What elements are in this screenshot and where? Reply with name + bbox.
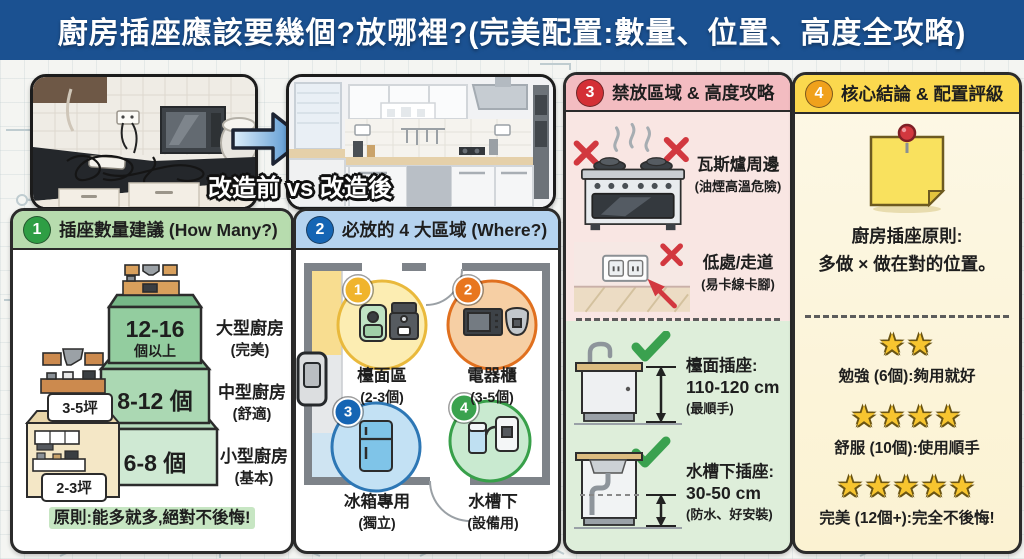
rice-cooker-icon [505,307,529,337]
mini-kitchen-medium [40,348,106,394]
zone3-label: 冰箱專用 [344,493,410,511]
tier3-label-block: 小型廚房 (基本) [217,447,291,488]
zone2-label-block: 電器櫃 (3-5個) [432,366,552,407]
panel1-badge: 1 [23,215,51,244]
panel1-title: 插座數量建議 (How Many?) [59,220,278,240]
zone4-label: 水槽下 [468,493,518,511]
area-box-small: 2-3坪 [41,473,107,502]
tier3-note: (基本) [234,471,274,488]
panel2-badge: 2 [306,215,334,244]
zone3-note: (獨立) [358,514,396,531]
conclusion-line1: 廚房插座原則: [851,226,963,246]
panel1-principle-text: 原則:能多就多,絕對不後悔! [49,507,255,529]
zone3-badge: 3 [333,397,363,427]
water-heater-icon [468,416,519,454]
height1-value: 110-120 cm [686,377,780,398]
zone3-label-block: 冰箱專用 (獨立) [312,492,442,533]
tier2-count-block: 8-12 個 [97,389,213,413]
panel2-header: 2 必放的 4 大區域 (Where?) [296,211,558,250]
panel3-title: 禁放區域 & 高度攻略 [612,83,775,103]
tier2-label-block: 中型廚房 (舒適) [213,383,291,424]
clean-kitchen-illustration [289,77,553,207]
panel3-divider [576,318,780,321]
zone1-label-block: 檯面區 (2-3個) [322,366,442,407]
rating2-label: 舒服 (10個):使用順手 [834,440,980,457]
microwave-icon [463,308,503,336]
height2-text: 水槽下插座: 30-50 cm (防水、好安裝) [686,461,788,523]
panel-where: 2 必放的 4 大區域 (Where?) [293,208,561,554]
zone1-badge: 1 [343,275,373,305]
rating3-label: 完美 (12個+):完全不後悔! [819,510,995,527]
counter-outlet-illustration [574,331,682,425]
zone2-badge: 2 [453,275,483,305]
height1-note: (最順手) [686,401,734,417]
tier2-label: 中型廚房 [218,383,286,402]
fridge-icon [359,420,393,472]
panel3-header: 3 禁放區域 & 高度攻略 [566,75,790,112]
sticky-note-icon [869,123,946,213]
photo-after [286,74,556,210]
tier1-note: (完美) [230,343,270,360]
page-title: 廚房插座應該要幾個?放哪裡?(完美配置:數量、位置、高度全攻略) [57,17,967,50]
tier2-note: (舒適) [232,407,272,424]
title-banner: 廚房插座應該要幾個?放哪裡?(完美配置:數量、位置、高度全攻略) [0,0,1024,60]
tier1-count-sub: 個以上 [134,343,176,360]
low-outlet-illustration [574,242,690,313]
forbidden2-text: 低處/走道 (易卡線卡腳) [688,253,788,293]
comparison-caption: 改造前 vs 改造後 [208,175,393,202]
rating1-stars: ★★ [879,329,935,361]
panel4-badge: 4 [805,79,833,108]
panel2-title: 必放的 4 大區域 (Where?) [342,220,548,240]
rating1-label: 勉強 (6個):夠用就好 [838,368,976,385]
panel1-header: 1 插座數量建議 (How Many?) [13,211,291,250]
tier1-count: 12-16 [125,316,185,342]
panel4-divider [805,315,1009,318]
panel3-badge: 3 [576,78,604,107]
panel-forbidden-heights: 3 禁放區域 & 高度攻略 瓦斯爐周邊 (油煙高溫危險) [563,72,793,554]
panel4-header: 4 核心結論 & 配置評級 [795,75,1019,114]
tier1-label: 大型廚房 [216,319,284,338]
panel-conclusion: 4 核心結論 & 配置評級 廚房插座原則: 多做 × 做在對的位置。 ★★ 勉強… [792,72,1022,554]
coffee-machine-icon [389,302,419,340]
panel4-title: 核心結論 & 配置評級 [841,84,1004,104]
tier2-count: 8-12 個 [117,388,193,414]
forbidden2-note: (易卡線卡腳) [701,277,775,293]
tier3-count: 6-8 個 [123,450,187,476]
tier3-count-block: 6-8 個 [89,451,221,475]
height1-label: 檯面插座: [686,357,758,375]
area-box-medium: 3-5坪 [47,393,113,422]
under-sink-illustration [574,436,682,529]
zone2-label: 電器櫃 [467,367,517,385]
tier1-label-block: 大型廚房 (完美) [209,319,291,360]
rating2-stars: ★★★★ [851,401,963,433]
zone1-label: 檯面區 [357,367,407,385]
kitchen-floorplan [296,261,550,522]
zone2-note: (3-5個) [470,388,514,405]
mini-kitchen-large [122,264,180,296]
zone4-note: (設備用) [467,514,519,531]
height2-value: 30-50 cm [686,483,761,504]
zone1-note: (2-3個) [360,388,404,405]
zone4-label-block: 水槽下 (設備用) [434,492,552,533]
forbidden1-label: 瓦斯爐周邊 [696,156,780,174]
tier1-count-block: 12-16 個以上 [101,317,209,361]
gas-stove-illustration [573,122,689,231]
height2-label: 水槽下插座: [686,463,774,481]
panel-how-many: 1 插座數量建議 (How Many?) [10,208,294,554]
height1-text: 檯面插座: 110-120 cm (最順手) [686,355,788,417]
zone4-badge: 4 [449,393,479,423]
messy-kitchen-illustration [33,77,255,207]
forbidden2-label: 低處/走道 [702,254,774,272]
forbidden1-text: 瓦斯爐周邊 (油煙高溫危險) [688,155,788,195]
height2-note: (防水、好安裝) [686,507,773,523]
conclusion-line2: 多做 × 做在對的位置。 [818,254,996,274]
rating3-stars: ★★★★★ [837,471,977,503]
panel1-principle: 原則:能多就多,絕對不後悔! [13,504,291,529]
tier3-label: 小型廚房 [220,447,288,466]
air-fryer-icon [359,304,387,342]
forbidden1-note: (油煙高溫危險) [694,179,782,195]
